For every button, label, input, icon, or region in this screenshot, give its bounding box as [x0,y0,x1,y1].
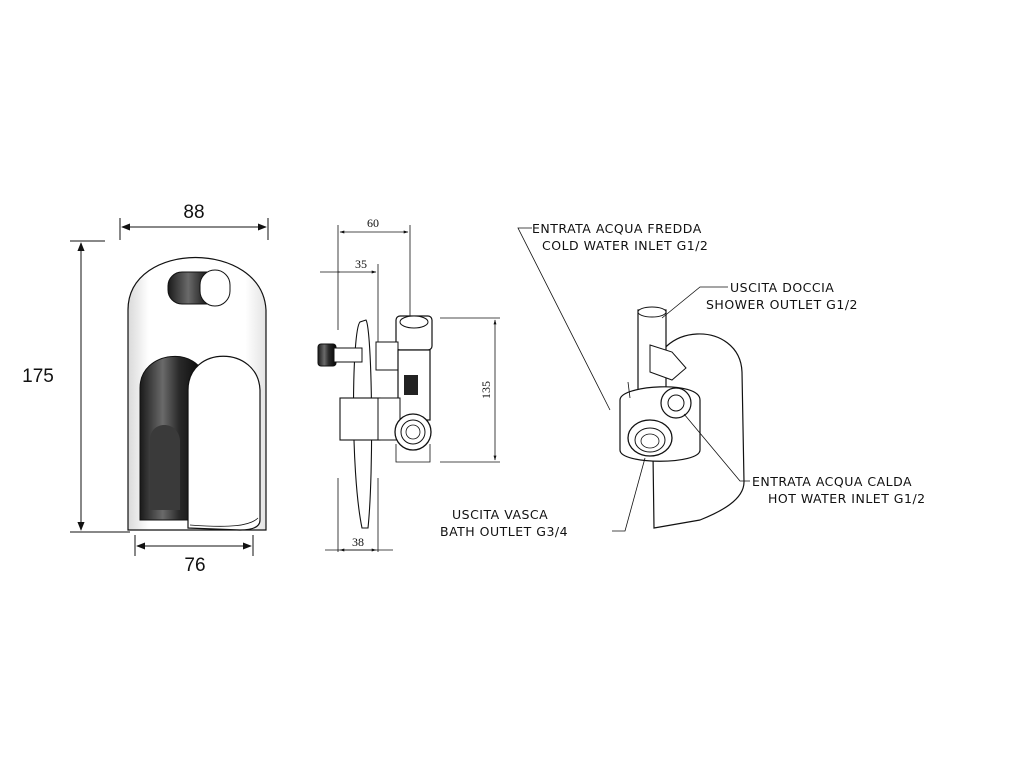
callout-shower-outlet-it: USCITA DOCCIA [730,280,834,295]
side-view: 60 35 135 38 [317,216,500,552]
dim-width-bottom: 76 [184,555,205,576]
dim-depth-plate: 38 [352,535,364,549]
lever-handle [187,355,261,531]
callout-shower-outlet-en: SHOWER OUTLET G1/2 [706,297,858,312]
callouts: ENTRATA ACQUA FREDDA COLD WATER INLET G1… [440,221,926,539]
callout-bath-outlet-en: BATH OUTLET G3/4 [440,524,568,539]
dim-height-body: 135 [479,381,493,399]
dim-depth-total: 60 [367,216,379,230]
callout-bath-outlet-it: USCITA VASCA [452,507,548,522]
dim-width-top: 88 [183,202,204,223]
isometric-view [619,306,745,529]
diverter-knob [167,269,231,307]
dim-height: 175 [22,366,54,387]
callout-cold-inlet-en: COLD WATER INLET G1/2 [542,238,708,253]
callout-hot-inlet-it: ENTRATA ACQUA CALDA [752,474,912,489]
callout-hot-inlet-en: HOT WATER INLET G1/2 [768,491,926,506]
front-view: 88 175 76 [22,202,269,576]
callout-cold-inlet-it: ENTRATA ACQUA FREDDA [532,221,702,236]
dim-depth-mid: 35 [355,257,367,271]
